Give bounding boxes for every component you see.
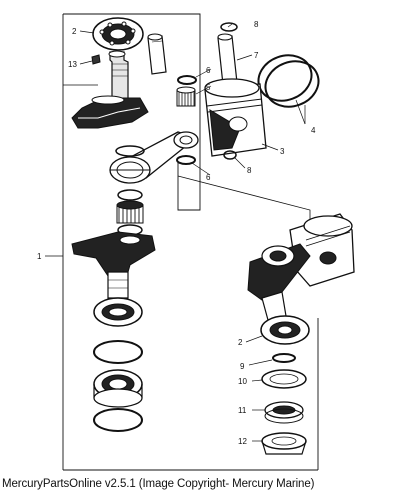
callout-12: 12 [238, 437, 247, 446]
lower-main-bearing [93, 297, 143, 327]
callout-2-top: 2 [72, 27, 77, 36]
callout-11: 11 [238, 406, 247, 415]
thrust-washer-top [177, 75, 197, 85]
callout-3: 3 [280, 147, 285, 156]
snap-ring-upper [93, 340, 143, 364]
connecting-rod [109, 131, 199, 184]
callout-5: 5 [206, 83, 211, 92]
o-ring [272, 353, 296, 363]
callout-13: 13 [68, 60, 77, 69]
callout-numbers: 1 2 13 8 7 6 5 4 3 8 6 2 9 10 11 12 [37, 20, 316, 446]
seal-washer [261, 369, 307, 389]
assembled-crank-piston [247, 213, 355, 321]
thrust-washer-bottom [176, 155, 196, 165]
callout-7: 7 [254, 51, 259, 60]
woodruff-key [79, 54, 101, 65]
callout-6-top: 6 [206, 66, 211, 75]
callout-leader-lines [79, 23, 306, 442]
upper-crankshaft [71, 50, 149, 129]
copyright-caption: MercuryPartsOnline v2.5.1 (Image Copyrig… [2, 478, 315, 490]
upper-main-bearing [92, 17, 144, 51]
callout-8-top: 8 [254, 20, 259, 29]
callout-8-bottom: 8 [247, 166, 252, 175]
retaining-clip-top [220, 22, 238, 32]
callout-6-bottom: 6 [206, 173, 211, 182]
callout-1: 1 [37, 252, 42, 261]
callout-2-right: 2 [238, 338, 243, 347]
needle-bearing-top [176, 86, 196, 107]
retaining-clip-bottom [223, 150, 237, 160]
piston-pin-cylinder-top [147, 33, 167, 75]
snap-ring-lower [93, 408, 143, 432]
callout-9: 9 [240, 362, 245, 371]
oil-seal [264, 401, 304, 424]
lower-crankshaft [71, 231, 156, 299]
piston-rings [257, 54, 320, 108]
callout-4: 4 [311, 126, 316, 135]
piston [204, 78, 267, 157]
seal-carrier [261, 432, 307, 455]
lower-seal-assembly [93, 369, 143, 408]
main-bearing-right [260, 315, 310, 345]
crankpin-bearing [116, 189, 144, 236]
callout-10: 10 [238, 377, 247, 386]
assembly-frame-lines [45, 13, 319, 471]
